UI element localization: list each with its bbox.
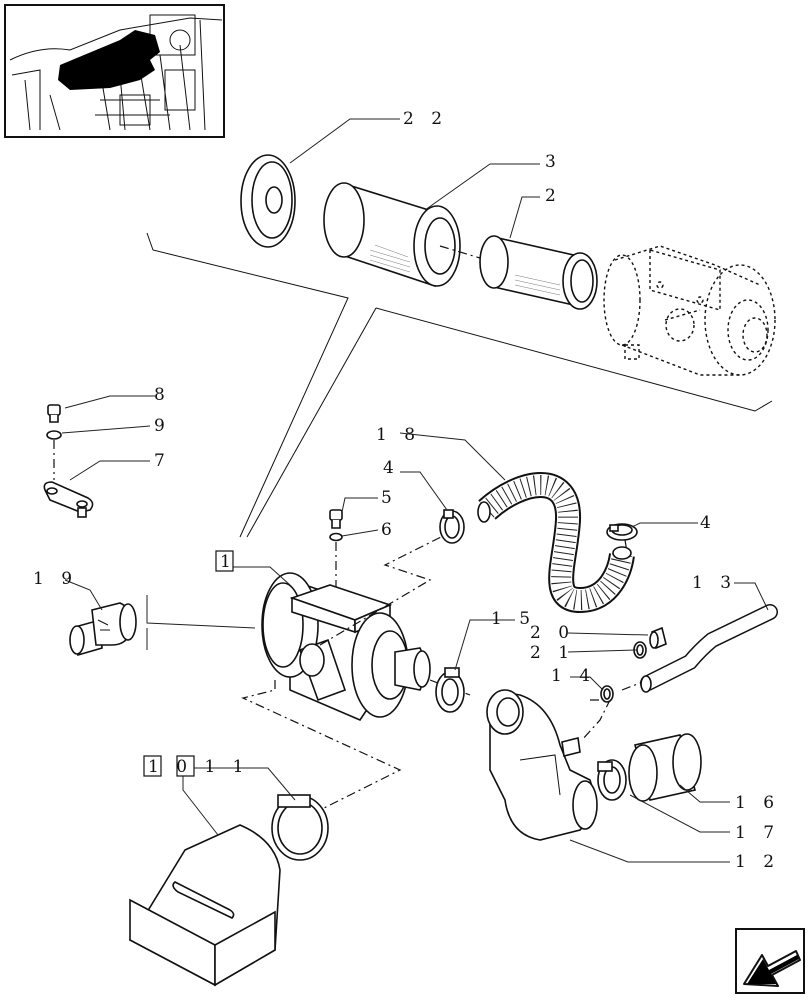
part-10-intake-hood	[128, 824, 281, 987]
callout-4-right: 4	[700, 513, 717, 533]
part-17-hose-clamp	[597, 759, 627, 801]
callout-4-left: 4	[383, 458, 400, 478]
part-2-safety-filter	[479, 235, 598, 310]
callout-6: 6	[381, 520, 398, 540]
callout-1: 1	[220, 552, 237, 572]
callout-10-11: 1 0 1 1	[148, 757, 249, 777]
callout-22: 2 2	[403, 109, 448, 129]
part-15-hose-clamp	[435, 667, 465, 713]
callout-16: 1 6	[735, 793, 780, 813]
part-21-clip	[633, 641, 647, 659]
part-16-rubber-sleeve	[628, 733, 702, 802]
part-4-hose-clamp-right	[606, 523, 638, 541]
callout-10-box	[143, 755, 162, 777]
callout-12: 1 2	[735, 852, 780, 872]
part-7-bracket	[43, 481, 94, 518]
callout-20: 2 0	[530, 623, 575, 643]
part-11-hose-clamp	[271, 794, 329, 861]
part-19-dust-valve	[69, 602, 137, 657]
callout-17: 1 7	[735, 823, 780, 843]
callout-21: 2 1	[530, 643, 575, 663]
callout-18: 1 8	[376, 425, 421, 445]
part-14-clip	[600, 685, 614, 703]
air-filter-housing-outline	[603, 245, 776, 376]
callout-3: 3	[545, 152, 562, 172]
callout-1-box	[215, 550, 234, 572]
part-12-elbow-duct	[486, 689, 598, 841]
part-9-washer	[46, 430, 62, 440]
callout-8: 8	[154, 385, 171, 405]
callout-5: 5	[381, 488, 398, 508]
callout-19: 1 9	[33, 569, 78, 589]
part-6-washer	[329, 532, 343, 542]
part-8-bolt	[47, 404, 61, 423]
callout-2: 2	[545, 186, 562, 206]
callout-13: 1 3	[692, 573, 737, 593]
callout-15: 1 5	[491, 609, 536, 629]
part-5-bolt	[329, 509, 343, 529]
callout-14: 1 4	[551, 666, 596, 686]
callout-9: 9	[154, 416, 171, 436]
callout-7: 7	[154, 451, 171, 471]
part-3-filter-element	[323, 182, 461, 288]
part-13-vent-pipe	[640, 604, 778, 693]
callout-11-box	[176, 755, 195, 777]
tractor-engine-thumbnail-icon[interactable]	[4, 4, 225, 138]
previous-page-arrow-icon[interactable]	[735, 928, 805, 994]
part-20-connector	[649, 626, 667, 650]
part-18-corrugated-hose	[477, 472, 635, 614]
part-22-cover-disc	[240, 154, 296, 248]
part-1-air-filter-assembly	[261, 572, 431, 721]
part-4-hose-clamp-left	[439, 509, 465, 544]
